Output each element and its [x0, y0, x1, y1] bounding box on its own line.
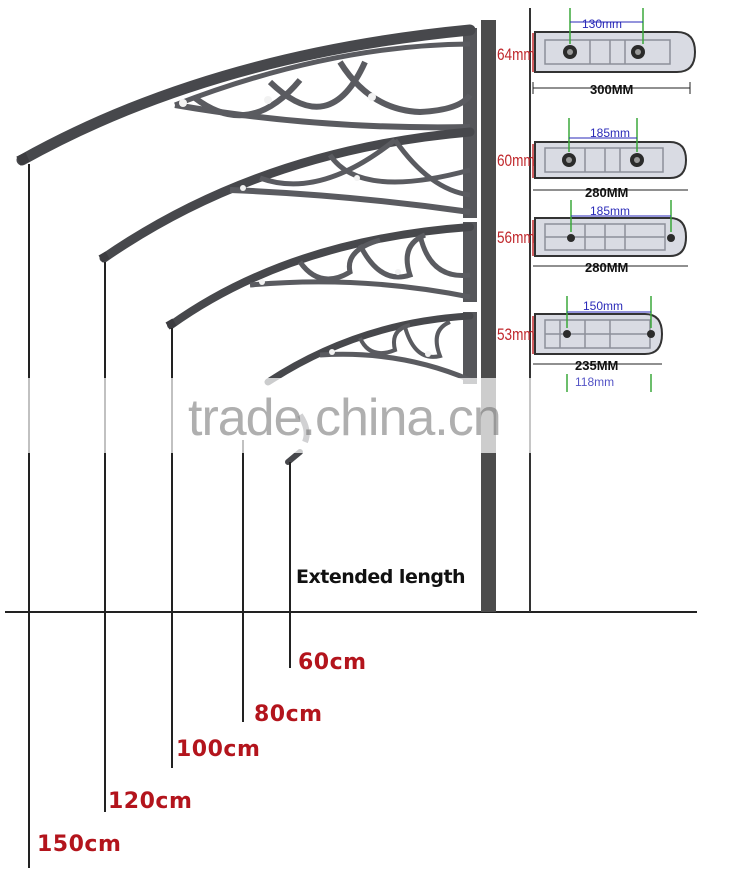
dimension-labels: 64mm 130mm 300MM 60mm 185mm 280MM 56mm 1… — [497, 17, 633, 389]
length-label-80cm: 80cm — [254, 702, 323, 727]
watermark-band — [0, 378, 690, 453]
mounting-plate-2 — [532, 118, 688, 191]
length-label-150cm: 150cm — [37, 832, 122, 857]
plate-3-width: 280MM — [585, 260, 628, 275]
plate-4-width: 235MM — [575, 358, 618, 373]
plate-1-spacing: 130mm — [582, 17, 622, 31]
plate-2-width: 280MM — [585, 185, 628, 200]
plate-2-spacing: 185mm — [590, 126, 630, 140]
length-label-60cm: 60cm — [298, 650, 367, 675]
extended-length-label: Extended length — [296, 566, 466, 588]
plate-1-height: 64mm — [497, 46, 535, 65]
watermark-text: trade.china.cn — [188, 389, 502, 447]
plate-1-width: 300MM — [590, 82, 633, 97]
plate-3-spacing: 185mm — [590, 204, 630, 218]
plate-4-spacing: 150mm — [583, 299, 623, 313]
mounting-plate-5-hint — [566, 374, 652, 392]
length-drop-lines — [28, 164, 291, 868]
arm-150cm — [16, 24, 477, 166]
length-label-100cm: 100cm — [176, 737, 261, 762]
wall-post — [481, 20, 496, 612]
plate-5-spacing: 118mm — [575, 375, 614, 389]
plate-4-height: 53mm — [497, 326, 535, 345]
arm-120cm — [98, 127, 477, 263]
mounting-plate-1 — [532, 8, 697, 94]
length-label-120cm: 120cm — [108, 789, 193, 814]
plate-3-height: 56mm — [497, 229, 535, 248]
mounting-plate-4 — [532, 296, 664, 365]
arm-80cm — [264, 312, 477, 386]
mounting-plate-3 — [532, 200, 688, 267]
plate-2-height: 60mm — [497, 152, 535, 171]
arm-100cm — [165, 222, 477, 330]
